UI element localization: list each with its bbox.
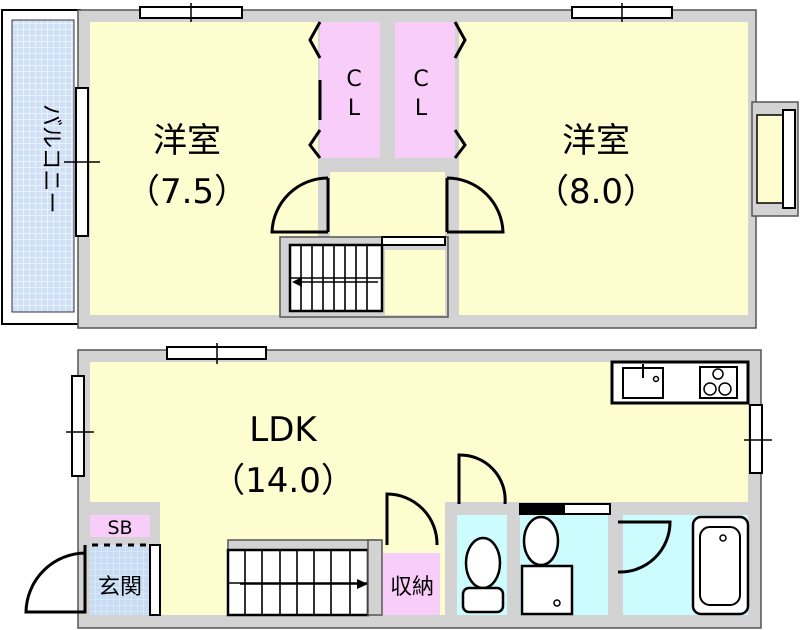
room-right-name: 洋室 [562,121,630,161]
bathtub-icon [691,515,750,616]
storage-door [385,492,439,546]
kitchen-counter [610,360,750,405]
window [749,404,763,474]
storage [383,553,440,615]
ldk-size: （14.0） [211,461,355,501]
closet-left-label-c: C [346,67,361,92]
entrance-floor [90,545,150,615]
room-left-size: （7.5） [126,172,248,212]
shoe-box [90,515,150,537]
balcony-label: バルコニー [38,104,63,214]
upper-floor: バルコニー 洋室 [1,3,799,329]
lower-floor: LDK （14.0） SB 玄関 収納 [24,343,772,629]
closet-left-label-l: L [348,96,361,121]
storage-label: 収納 [390,575,434,600]
toilet-icon [461,536,505,614]
room-right-size: （8.0） [535,172,657,212]
ldk-name: LDK [249,410,318,450]
balcony: バルコニー [1,9,81,325]
staircase-lower [226,548,370,617]
window [71,375,85,477]
room-right-floor [459,22,748,315]
wash-basin-icon [522,515,560,567]
staircase-upper [288,243,384,313]
entrance-door [24,545,87,614]
shoe-box-label: SB [107,517,132,539]
closet-right [395,22,455,158]
closet-right-label-l: L [415,96,428,121]
entrance-label: 玄関 [98,575,142,600]
hallway [330,172,445,238]
room-left-name: 洋室 [153,121,221,161]
closet-right-label-c: C [413,67,428,92]
toilet-door [457,453,507,505]
stove-icon [699,366,738,399]
closet-left [320,22,380,158]
bath-door [617,520,672,574]
washing-machine-icon [520,564,574,616]
